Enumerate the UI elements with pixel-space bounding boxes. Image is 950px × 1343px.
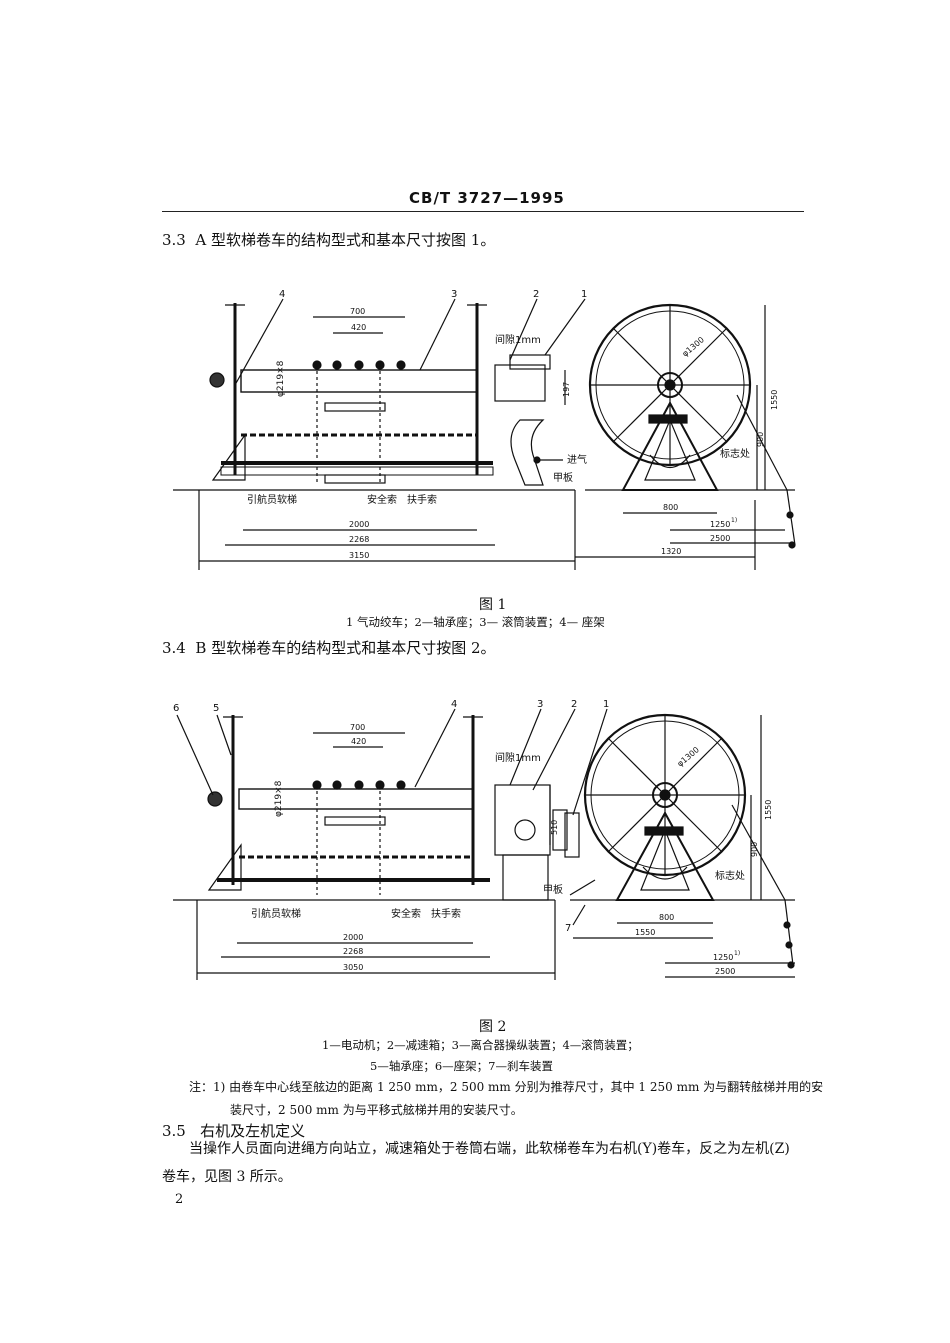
callout-4: 4 bbox=[451, 699, 457, 710]
figure-1-caption: 图 1 bbox=[479, 597, 507, 613]
callout-5: 5 bbox=[213, 703, 219, 714]
label-air: 进气 bbox=[567, 453, 587, 466]
label-ladder: 引航员软梯 bbox=[247, 493, 297, 506]
section-number: 3.3 bbox=[162, 231, 186, 249]
dim-700: 700 bbox=[350, 307, 365, 316]
paragraph-line-1: 当操作人员面向进绳方向站立，减速箱处于卷筒右端，此软梯卷车为右机(Y)卷车，反之… bbox=[189, 1141, 790, 1157]
note-line-2: 装尺寸，2 500 mm 为与平移式舷梯并用的安装尺寸。 bbox=[230, 1103, 523, 1117]
dim-1250: 1250 bbox=[710, 520, 730, 529]
dim-1550b: 1550 bbox=[635, 928, 655, 937]
figure-1-drawing: 4 3 2 1 700 420 间隙1mm φ219×8 197 进气 甲板 引… bbox=[173, 289, 796, 570]
dim-2268: 2268 bbox=[343, 947, 363, 956]
callout-4: 4 bbox=[279, 289, 285, 300]
callout-7: 7 bbox=[565, 923, 571, 934]
dim-900: 900 bbox=[756, 432, 765, 447]
figure-2-legend-line-1: 1—电动机；2—减速箱；3—离合器操纵装置；4—滚筒装置； bbox=[322, 1038, 639, 1052]
figure-2-drawing: 6 5 4 3 2 1 7 700 420 间隙1mm φ219×8 510 甲… bbox=[173, 699, 795, 980]
section-3-3: 3.3 A 型软梯卷车的结构型式和基本尺寸按图 1。 bbox=[162, 229, 495, 250]
callout-1: 1 bbox=[581, 289, 587, 300]
label-handrail: 扶手索 bbox=[407, 493, 437, 506]
dim-420: 420 bbox=[351, 323, 366, 332]
label-pipe: φ219×8 bbox=[274, 780, 284, 817]
dim-footnote-mark: 1) bbox=[734, 950, 740, 957]
label-dia: φ1300 bbox=[676, 745, 701, 768]
dim-footnote-mark: 1) bbox=[731, 517, 737, 524]
dim-900: 900 bbox=[750, 842, 759, 857]
callout-6: 6 bbox=[173, 703, 179, 714]
dim-1250: 1250 bbox=[713, 953, 733, 962]
document-code: CB/T 3727—1995 bbox=[409, 189, 565, 207]
paragraph-line-2: 卷车，见图 3 所示。 bbox=[162, 1169, 292, 1185]
callout-3: 3 bbox=[537, 699, 543, 710]
dim-3050: 3050 bbox=[343, 963, 363, 972]
section-text: B 型软梯卷车的结构型式和基本尺寸按图 2。 bbox=[195, 639, 496, 657]
callout-2: 2 bbox=[533, 289, 539, 300]
section-text: A 型软梯卷车的结构型式和基本尺寸按图 1。 bbox=[195, 231, 496, 249]
figure-2-caption: 图 2 bbox=[479, 1019, 507, 1035]
page-number: 2 bbox=[175, 1192, 184, 1207]
label-mark: 标志处 bbox=[720, 447, 750, 460]
dim-800: 800 bbox=[659, 913, 674, 922]
paragraph-right-left-definition: 当操作人员面向进绳方向站立，减速箱处于卷筒右端，此软梯卷车为右机(Y)卷车，反之… bbox=[189, 1135, 804, 1163]
section-3-5: 3.5 右机及左机定义 bbox=[162, 1120, 305, 1141]
dim-700: 700 bbox=[350, 723, 365, 732]
dim-2500: 2500 bbox=[715, 967, 735, 976]
label-deck: 甲板 bbox=[543, 883, 563, 896]
label-mark: 标志处 bbox=[715, 869, 745, 882]
dim-800: 800 bbox=[663, 503, 678, 512]
callout-3: 3 bbox=[451, 289, 457, 300]
dim-2000: 2000 bbox=[343, 933, 363, 942]
callout-2: 2 bbox=[571, 699, 577, 710]
dim-1550: 1550 bbox=[764, 800, 773, 820]
dim-2500: 2500 bbox=[710, 534, 730, 543]
section-number: 3.5 bbox=[162, 1122, 186, 1140]
dim-2000: 2000 bbox=[349, 520, 369, 529]
dim-1320: 1320 bbox=[661, 547, 681, 556]
label-pipe: φ219×8 bbox=[276, 360, 286, 397]
label-safety: 安全索 bbox=[391, 907, 421, 920]
section-text: 右机及左机定义 bbox=[200, 1122, 306, 1140]
figure-1-legend: 1 气动绞车；2—轴承座；3— 滚筒装置；4— 座架 bbox=[346, 615, 605, 629]
dim-1550: 1550 bbox=[770, 390, 779, 410]
label-deck: 甲板 bbox=[553, 471, 573, 484]
callout-1: 1 bbox=[603, 699, 609, 710]
header-rule bbox=[162, 211, 804, 212]
label-safety: 安全索 bbox=[367, 493, 397, 506]
label-handrail: 扶手索 bbox=[431, 907, 461, 920]
section-3-4: 3.4 B 型软梯卷车的结构型式和基本尺寸按图 2。 bbox=[162, 637, 496, 658]
label-dia: φ1300 bbox=[681, 335, 706, 358]
dim-420: 420 bbox=[351, 737, 366, 746]
label-gap: 间隙1mm bbox=[495, 333, 541, 346]
section-number: 3.4 bbox=[162, 639, 186, 657]
label-gap: 间隙1mm bbox=[495, 751, 541, 764]
dim-3150: 3150 bbox=[349, 551, 369, 560]
label-ladder: 引航员软梯 bbox=[251, 907, 301, 920]
note-line-1: 注：1) 由卷车中心线至舷边的距离 1 250 mm，2 500 mm 分别为推… bbox=[189, 1080, 824, 1094]
dim-510: 510 bbox=[550, 820, 559, 835]
figure-2-legend-line-2: 5—轴承座；6—座架；7—刹车装置 bbox=[370, 1059, 553, 1073]
dim-2268: 2268 bbox=[349, 535, 369, 544]
dim-197: 197 bbox=[562, 382, 571, 397]
